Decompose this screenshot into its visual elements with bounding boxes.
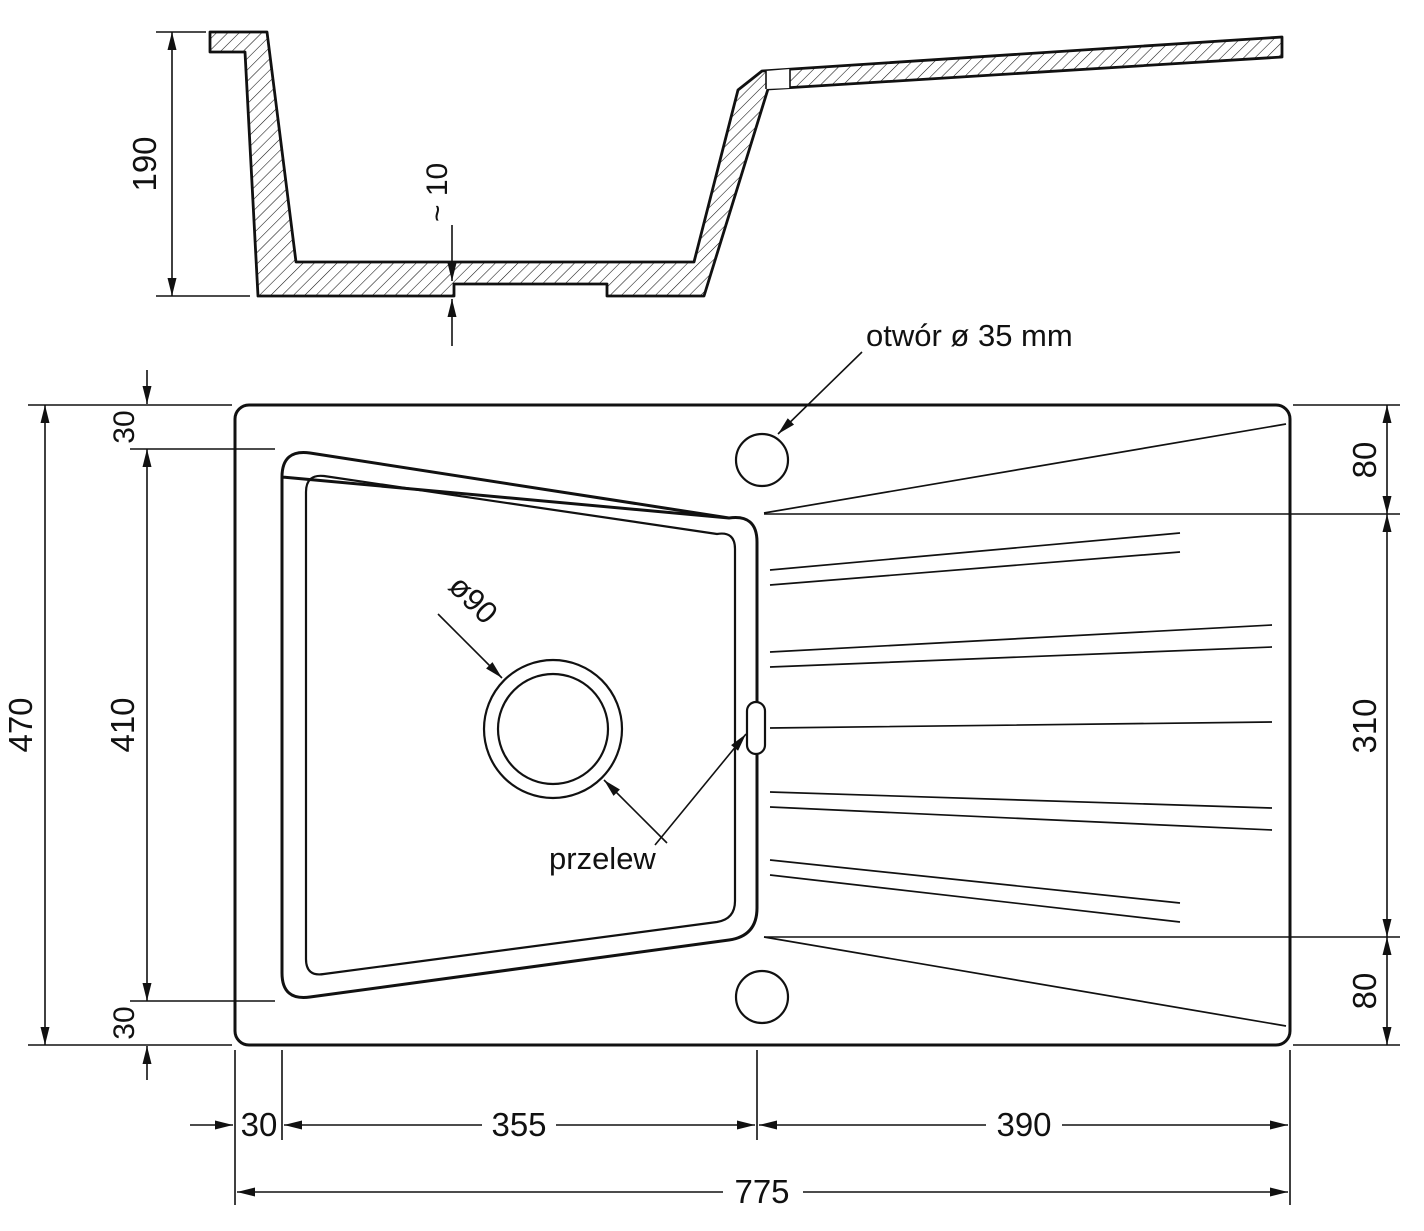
drain-diameter-label: ø90 xyxy=(442,568,505,631)
dim-drainboard-width-label-bg xyxy=(986,1104,1062,1146)
dim-rim-bottom-label: 30 xyxy=(108,1006,141,1039)
tap-hole-label: otwór ø 35 mm xyxy=(866,318,1073,353)
dim-drainboard-width-label: 390 xyxy=(996,1106,1051,1143)
tap-hole-section-cutout xyxy=(766,69,790,89)
drain-circle-outer xyxy=(482,658,624,800)
dim-bowl-width-label-bg xyxy=(482,1104,556,1146)
bowl-rim-outer xyxy=(280,451,759,999)
dim-right-bottom-label: 80 xyxy=(1346,973,1383,1010)
plan-view: otwór ø 35 mm ø90 przelew xyxy=(233,318,1292,1047)
dim-depth-label: 190 xyxy=(126,136,163,191)
overflow-label: przelew xyxy=(549,841,656,876)
dim-rim-top-label: 30 xyxy=(108,410,141,443)
dim-drainboard-height-label: 310 xyxy=(1346,698,1383,753)
section-extension-lines xyxy=(156,31,250,297)
drainboard-grooves xyxy=(763,423,1287,1027)
plan-dimensions: 470 30 410 30 80 310 80 30 355 390 775 xyxy=(2,370,1400,1213)
drain-diameter-lower-arrow xyxy=(603,779,668,844)
dim-total-height-label: 470 xyxy=(2,697,39,752)
dim-bowl-width-label: 355 xyxy=(491,1106,546,1143)
dim-bowl-height-label: 410 xyxy=(104,697,141,752)
dim-rim-left-label: 30 xyxy=(241,1106,278,1143)
dim-total-width-label-bg xyxy=(723,1171,803,1213)
sink-section-profile xyxy=(208,30,1284,298)
overflow-slot xyxy=(745,700,767,756)
bottom-hole-circle xyxy=(734,969,790,1025)
overflow-leader-arrow xyxy=(654,733,747,846)
dim-total-width-label: 775 xyxy=(734,1173,789,1210)
dim-bottom-step-label: ~ 10 xyxy=(421,163,454,222)
section-view: 190 ~ 10 xyxy=(126,30,1284,346)
bowl-rim-inner xyxy=(304,474,737,976)
tap-hole-leader-arrow xyxy=(777,351,863,435)
drain-circle-inner xyxy=(496,672,610,786)
sink-outline xyxy=(233,403,1292,1047)
extension-lines xyxy=(28,404,1400,1205)
dim-right-top-label: 80 xyxy=(1346,442,1383,479)
tap-hole-circle xyxy=(734,432,790,488)
drain-diameter-upper-arrow xyxy=(437,613,503,679)
